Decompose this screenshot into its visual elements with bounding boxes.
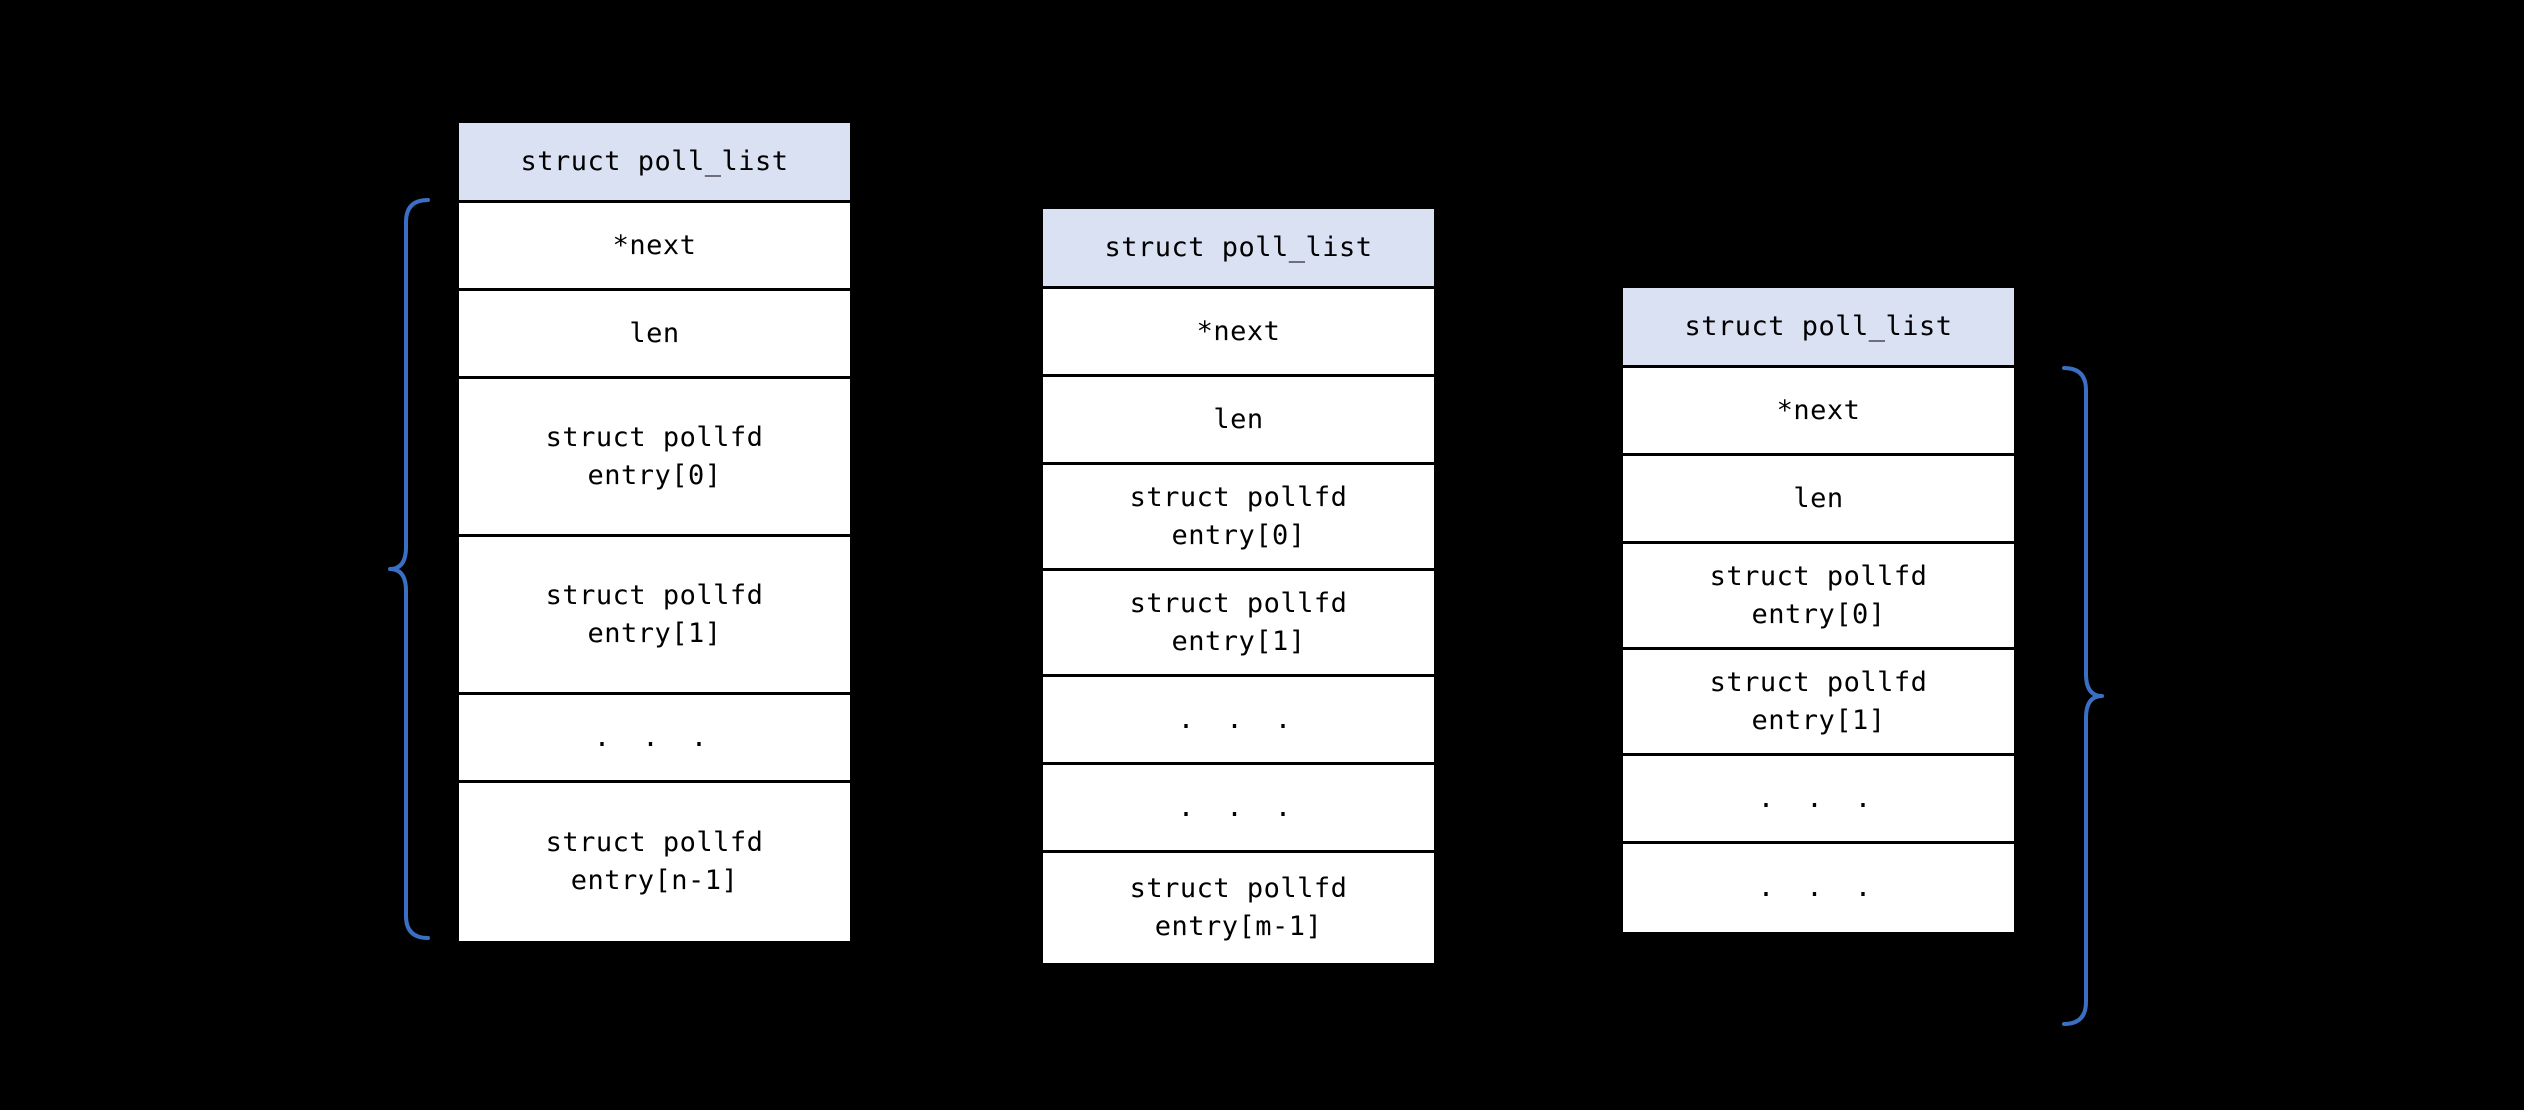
struct-header-label: struct poll_list: [1104, 231, 1373, 263]
struct-row-line2: entry[0]: [587, 459, 722, 491]
struct-row-line1: struct pollfd: [1709, 666, 1928, 698]
brace-shape: [2062, 366, 2104, 1026]
brace-path: [388, 198, 430, 940]
struct-row-text: struct pollfd entry[0]: [546, 419, 764, 495]
struct-row-ellipsis: . . .: [459, 695, 850, 783]
struct-row-line2: entry[0]: [1751, 598, 1886, 630]
struct-row-text: struct pollfd entry[n-1]: [546, 824, 764, 900]
brace-path: [2062, 366, 2104, 1026]
struct-row-line1: . . .: [593, 721, 716, 753]
struct-row-text: struct pollfd entry[1]: [546, 577, 764, 653]
struct-row-entry: struct pollfd entry[0]: [1623, 544, 2014, 650]
struct-row-line2: entry[1]: [587, 617, 722, 649]
struct-row-text: . . .: [1178, 701, 1299, 739]
poll-list-node-3: struct poll_list *next len struct pollfd ent…: [1620, 285, 2017, 935]
struct-row-line1: . . .: [1757, 872, 1880, 903]
struct-row-field: len: [1623, 456, 2014, 544]
struct-row-entry: struct pollfd entry[1]: [459, 537, 850, 695]
struct-row-line2: entry[1]: [1171, 625, 1306, 657]
poll-list-node-2: struct poll_list *next len struct pollfd ent…: [1040, 206, 1437, 966]
struct-header: struct poll_list: [1623, 288, 2014, 368]
struct-row-entry: struct pollfd entry[1]: [1623, 650, 2014, 756]
struct-row-entry: struct pollfd entry[m-1]: [1043, 853, 1434, 963]
struct-row-text: struct pollfd entry[0]: [1130, 479, 1348, 555]
struct-row-text: . . .: [1178, 789, 1299, 827]
struct-row-field: len: [459, 291, 850, 379]
right-brace-node-3: [2054, 366, 2104, 1026]
struct-row-line1: . . .: [1177, 703, 1300, 735]
struct-header-label: struct poll_list: [520, 145, 789, 177]
struct-row-line2: entry[n-1]: [570, 865, 739, 896]
struct-row-line1: *next: [612, 229, 697, 261]
struct-row-text: . . .: [1758, 780, 1879, 818]
struct-row-line1: struct pollfd: [1709, 560, 1928, 592]
struct-row-text: . . .: [1758, 869, 1879, 907]
struct-row-field: *next: [1623, 368, 2014, 456]
struct-row-line2: entry[1]: [1751, 704, 1886, 736]
struct-row-text: len: [1213, 401, 1263, 439]
struct-row-line1: *next: [1776, 394, 1861, 426]
struct-row-entry: struct pollfd entry[0]: [1043, 465, 1434, 571]
struct-row-text: *next: [613, 227, 697, 265]
struct-row-line1: struct pollfd: [1129, 873, 1348, 904]
struct-row-line1: . . .: [1757, 782, 1880, 814]
left-brace-node-1: [388, 198, 438, 940]
struct-row-text: len: [1793, 480, 1843, 518]
struct-row-ellipsis: . . .: [1043, 765, 1434, 853]
struct-row-text: struct pollfd entry[1]: [1130, 585, 1348, 661]
struct-row-field: len: [1043, 377, 1434, 465]
struct-row-line1: struct pollfd: [545, 827, 764, 858]
struct-row-text: *next: [1197, 313, 1281, 351]
struct-row-line1: struct pollfd: [1129, 587, 1348, 619]
struct-row-entry: struct pollfd entry[1]: [1043, 571, 1434, 677]
struct-row-line2: entry[m-1]: [1154, 911, 1323, 942]
struct-row-text: len: [629, 315, 679, 353]
brace-shape: [388, 198, 430, 940]
struct-row-line1: . . .: [1177, 791, 1300, 823]
struct-row-ellipsis: . . .: [1623, 844, 2014, 932]
struct-row-field: *next: [1043, 289, 1434, 377]
struct-row-text: . . .: [594, 719, 715, 757]
struct-row-entry: struct pollfd entry[0]: [459, 379, 850, 537]
struct-row-field: *next: [459, 203, 850, 291]
struct-header: struct poll_list: [1043, 209, 1434, 289]
struct-row-entry: struct pollfd entry[n-1]: [459, 783, 850, 941]
struct-row-ellipsis: . . .: [1043, 677, 1434, 765]
struct-header-label: struct poll_list: [1684, 310, 1953, 342]
struct-row-text: *next: [1777, 392, 1861, 430]
struct-row-line1: struct pollfd: [545, 579, 764, 611]
struct-row-text: struct pollfd entry[1]: [1710, 664, 1928, 740]
struct-row-line1: len: [1213, 403, 1264, 435]
struct-row-text: struct pollfd entry[m-1]: [1130, 870, 1348, 946]
struct-row-line1: len: [629, 317, 680, 349]
struct-row-line1: *next: [1196, 315, 1281, 347]
struct-row-line1: len: [1793, 482, 1844, 514]
struct-row-line2: entry[0]: [1171, 519, 1306, 551]
struct-header: struct poll_list: [459, 123, 850, 203]
struct-row-ellipsis: . . .: [1623, 756, 2014, 844]
struct-row-line1: struct pollfd: [1129, 481, 1348, 513]
struct-row-text: struct pollfd entry[0]: [1710, 558, 1928, 634]
poll-list-node-1: struct poll_list *next len struct pollfd ent…: [456, 120, 853, 944]
struct-row-line1: struct pollfd: [545, 421, 764, 453]
